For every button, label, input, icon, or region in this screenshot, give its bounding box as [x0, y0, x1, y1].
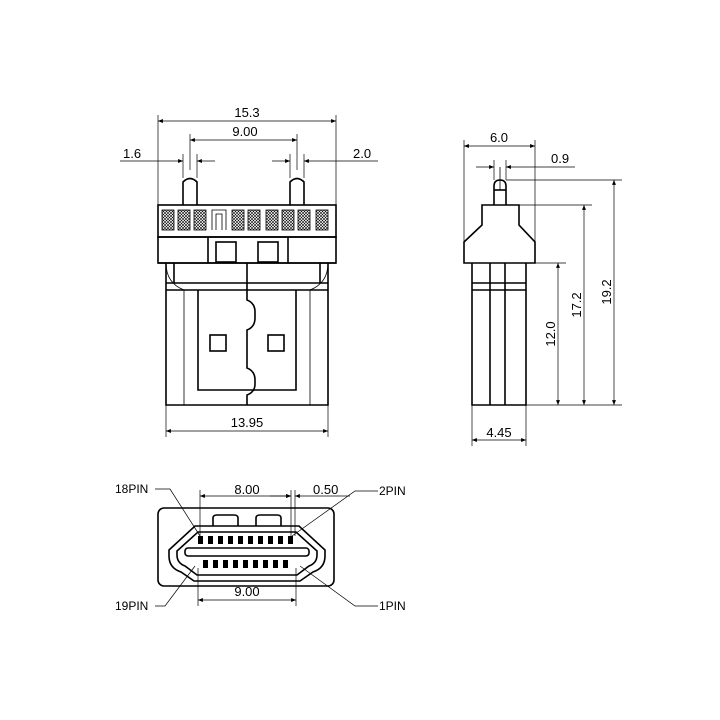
front-square-left	[209, 334, 227, 352]
front-window-left	[215, 241, 237, 263]
end-shell	[157, 507, 335, 587]
dim-plug-length: 12.0	[543, 321, 558, 346]
dim-right-pin: 2.0	[353, 146, 371, 161]
dim-plug-width: 13.95	[231, 415, 264, 430]
front-body	[157, 236, 337, 264]
dim-contact-span: 8.00	[234, 482, 259, 497]
dim-overall-width: 15.3	[234, 105, 259, 120]
side-plug	[471, 263, 527, 406]
top-row-contacts	[198, 536, 293, 544]
dim-top-width: 6.0	[490, 130, 508, 145]
dim-row-span: 9.00	[234, 584, 259, 599]
end-view: 8.00 0.50 9.00 18PIN 2PIN 19PIN 1PIN	[115, 482, 406, 613]
end-tongue	[184, 547, 310, 557]
side-body	[463, 204, 536, 264]
label-pin-1: 1PIN	[379, 599, 406, 613]
front-view: 15.3 9.00 1.6 2.0 13.95	[120, 105, 378, 437]
front-center-slot	[246, 263, 256, 405]
end-receptacle-outer	[168, 525, 326, 582]
dim-left-pin: 1.6	[123, 146, 141, 161]
label-pin-18: 18PIN	[115, 482, 148, 496]
dim-body-length: 17.2	[569, 292, 584, 317]
dim-pin-width: 0.9	[551, 151, 569, 166]
front-window-right	[257, 241, 279, 263]
hatched-contacts	[161, 209, 329, 231]
end-receptacle-inner	[176, 531, 318, 576]
label-pin-19: 19PIN	[115, 599, 148, 613]
bottom-row-contacts	[203, 560, 288, 568]
dim-total-length: 19.2	[599, 279, 614, 304]
dim-contact-gap: 0.50	[313, 482, 338, 497]
front-left-pin	[182, 177, 198, 205]
label-pin-2: 2PIN	[379, 484, 406, 498]
front-square-right	[267, 334, 285, 352]
dim-bottom-width: 4.45	[486, 425, 511, 440]
front-inner-frame	[197, 290, 297, 391]
dim-pin-pitch: 9.00	[232, 124, 257, 139]
front-right-pin	[289, 177, 305, 205]
side-view: 6.0 0.9 4.45 12.0 17.2 19.2	[463, 130, 622, 446]
